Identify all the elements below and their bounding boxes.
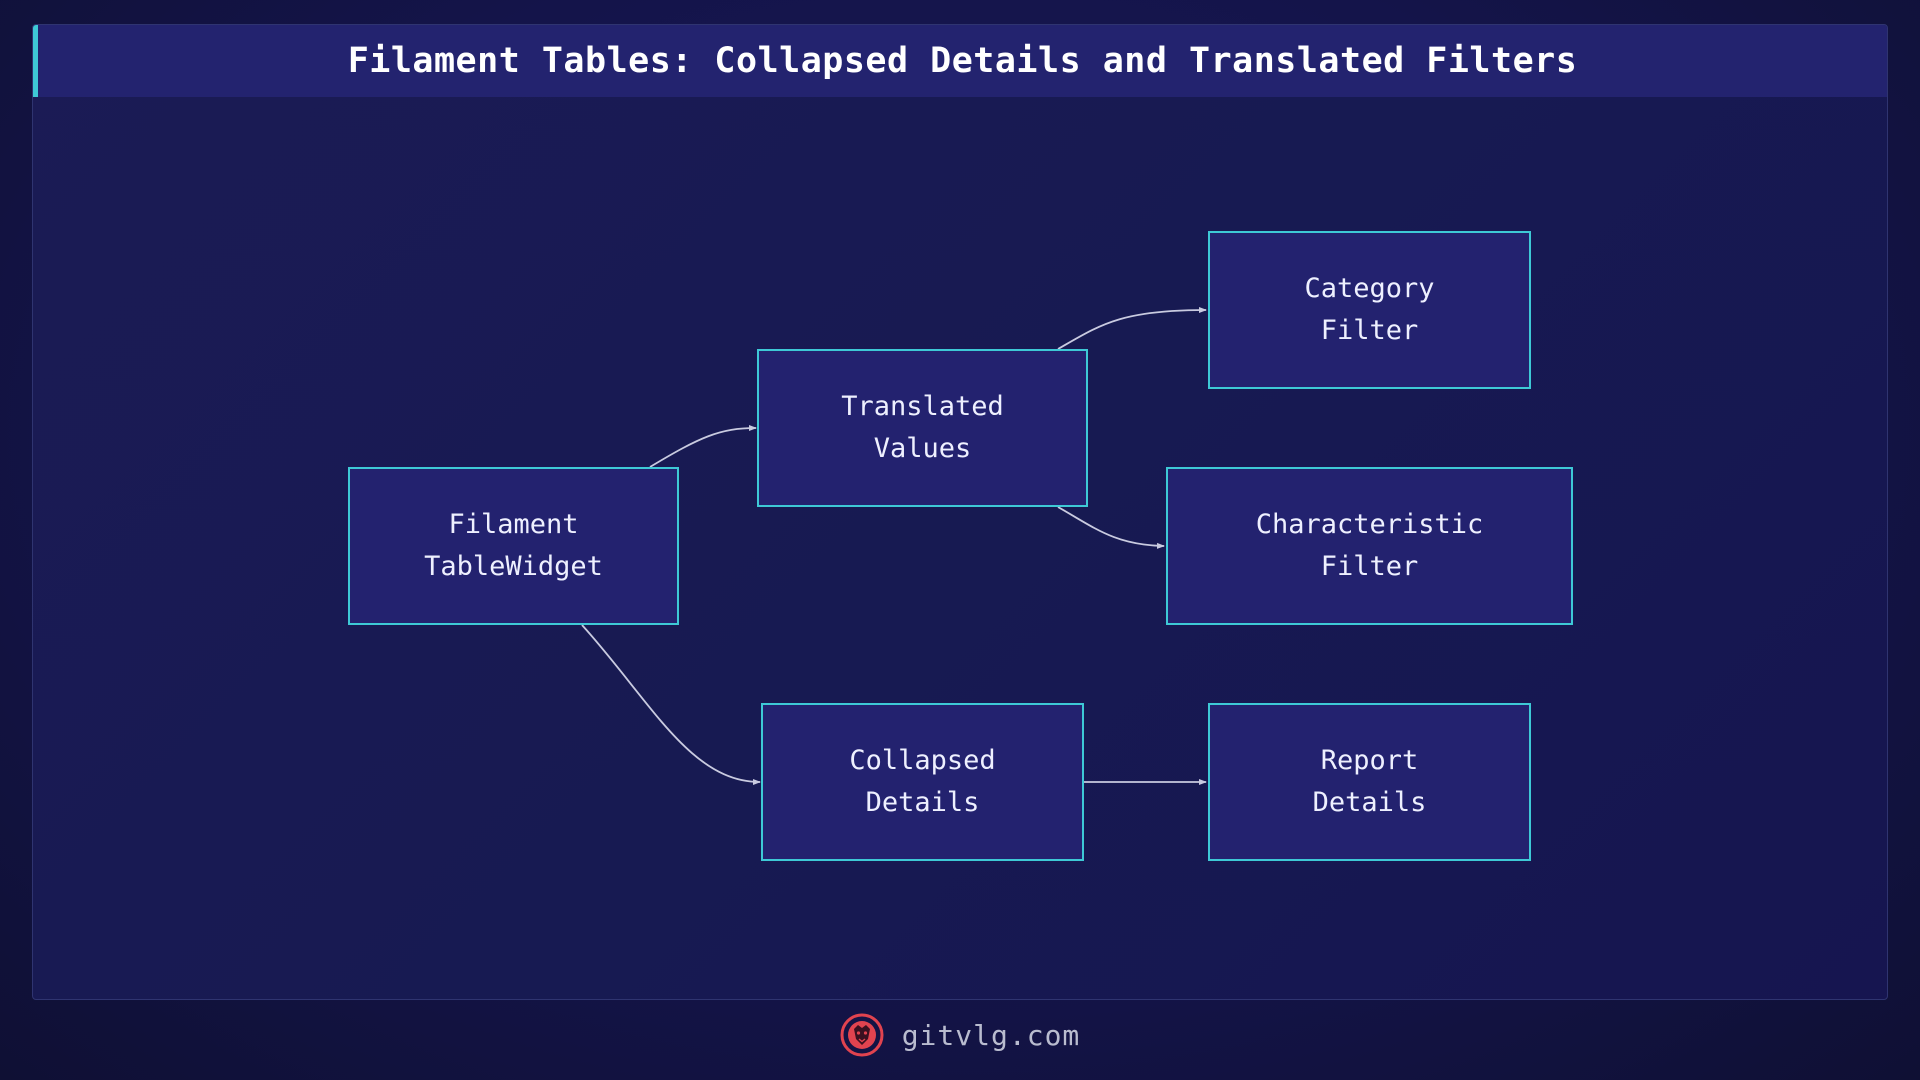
site-link[interactable]: gitvlg.com (901, 1018, 1081, 1052)
lion-head-icon (840, 1013, 884, 1057)
node-label-line2: Filter (1320, 315, 1419, 346)
node-label-line1: Category (1304, 273, 1435, 304)
node-report-details: Report Details (1208, 703, 1531, 861)
node-label-line2: Details (1312, 787, 1427, 818)
page-title: Filament Tables: Collapsed Details and T… (347, 41, 1578, 81)
node-label-line1: Characteristic (1255, 509, 1484, 540)
node-label-line1: Filament (448, 509, 579, 540)
footer: gitvlg.com (0, 1010, 1920, 1060)
title-bar: Filament Tables: Collapsed Details and T… (33, 25, 1887, 97)
node-category-filter: Category Filter (1208, 231, 1531, 389)
node-label-line2: Filter (1320, 551, 1419, 582)
node-label-line2: Details (865, 787, 980, 818)
node-label-line2: TableWidget (424, 551, 603, 582)
node-label-line2: Values (873, 433, 972, 464)
node-filament-tablewidget: Filament TableWidget (348, 467, 679, 625)
node-label-line1: Collapsed (849, 745, 996, 776)
node-label-line1: Translated (841, 391, 1004, 422)
node-translated-values: Translated Values (757, 349, 1088, 507)
node-characteristic-filter: Characteristic Filter (1166, 467, 1573, 625)
node-collapsed-details: Collapsed Details (761, 703, 1084, 861)
node-label-line1: Report (1320, 745, 1419, 776)
